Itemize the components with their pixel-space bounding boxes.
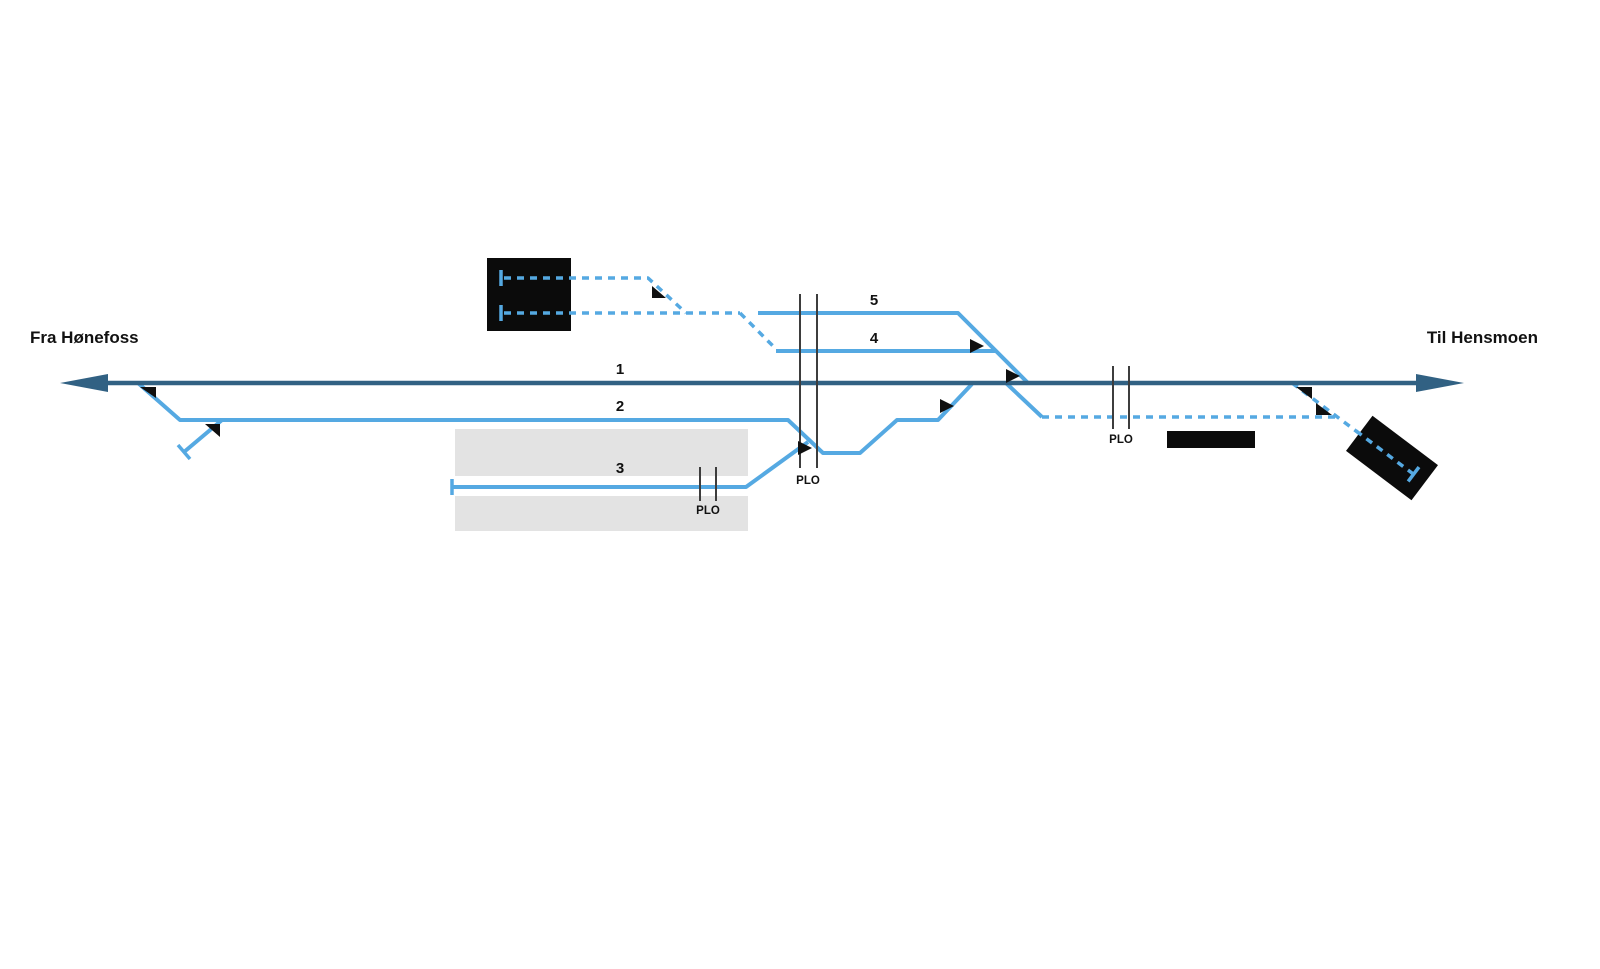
plo-label: PLO (796, 475, 820, 487)
arrow-right-icon (1416, 374, 1464, 392)
arrow-left-icon (60, 374, 108, 392)
buffer-stop-icon (176, 443, 192, 461)
track-number-1: 1 (616, 361, 624, 378)
switch-marker (970, 339, 984, 353)
track-number-2: 2 (616, 398, 624, 415)
level-crossing-middle: PLO (796, 294, 820, 487)
switch-marker (652, 286, 666, 298)
siding-connector (1004, 381, 1044, 419)
switch-marker (1296, 387, 1312, 399)
level-crossing-track-3: PLO (696, 467, 720, 517)
station-label-to: Til Hensmoen (1427, 328, 1538, 347)
shed-building-east (1346, 415, 1438, 501)
track-number-4: 4 (870, 330, 879, 347)
track-number-3: 3 (616, 460, 624, 477)
switch-marker (205, 424, 220, 437)
platform (455, 429, 748, 476)
track-5 (758, 311, 1030, 385)
buffer-stop-icon (1406, 466, 1421, 483)
track-number-5: 5 (870, 292, 878, 309)
track-3 (452, 440, 810, 489)
switch-marker (140, 387, 156, 398)
plo-label: PLO (1109, 434, 1133, 446)
switch-marker (798, 441, 812, 455)
plo-label: PLO (696, 505, 720, 517)
platform (455, 496, 748, 531)
station-label-from: Fra Hønefoss (30, 328, 139, 347)
switch-marker (1316, 403, 1332, 415)
level-crossing-east: PLO (1109, 366, 1133, 446)
goods-building (1167, 431, 1255, 448)
switch-marker (1006, 369, 1020, 383)
switch-marker (940, 399, 954, 413)
shed-track-upper (504, 276, 688, 315)
track-2 (136, 381, 974, 455)
shed-connector (738, 311, 778, 351)
